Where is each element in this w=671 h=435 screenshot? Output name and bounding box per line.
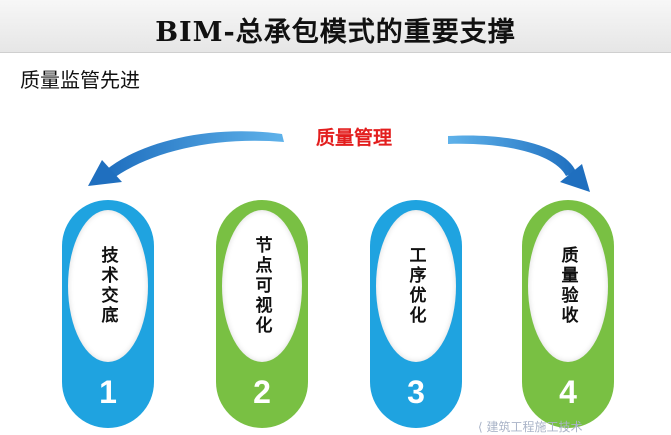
step-oval: 质量验收: [528, 210, 608, 362]
step-oval: 工序优化: [376, 210, 456, 362]
step-number: 2: [253, 374, 271, 410]
step-3-pill: 工序优化 3: [370, 200, 462, 428]
right-arrow-head: [560, 164, 590, 192]
section-subtitle: 质量监管先进: [20, 68, 140, 92]
step-2-pill: 节点可视化 2: [216, 200, 308, 428]
step-label: 质量验收: [557, 246, 578, 326]
step-1-pill: 技术交底 1: [62, 200, 154, 428]
center-label: 质量管理: [315, 127, 392, 149]
title-bar: BIM-总承包模式的重要支撑: [0, 0, 671, 53]
step-number: 4: [559, 374, 577, 410]
right-arrow-shaft: [448, 135, 576, 176]
step-4-pill: 质量验收 4: [522, 200, 614, 428]
left-arrow-shaft: [106, 131, 284, 178]
step-oval: 技术交底: [68, 210, 148, 362]
step-number: 3: [407, 374, 425, 410]
step-label: 节点可视化: [251, 236, 272, 336]
step-oval: 节点可视化: [222, 210, 302, 362]
page-title: BIM-总承包模式的重要支撑: [155, 17, 516, 48]
step-label: 技术交底: [97, 246, 118, 326]
watermark: ⟨ 建筑工程施工技术: [478, 420, 583, 434]
left-arrow-head: [88, 160, 122, 186]
step-label: 工序优化: [405, 246, 426, 326]
step-number: 1: [99, 374, 117, 410]
